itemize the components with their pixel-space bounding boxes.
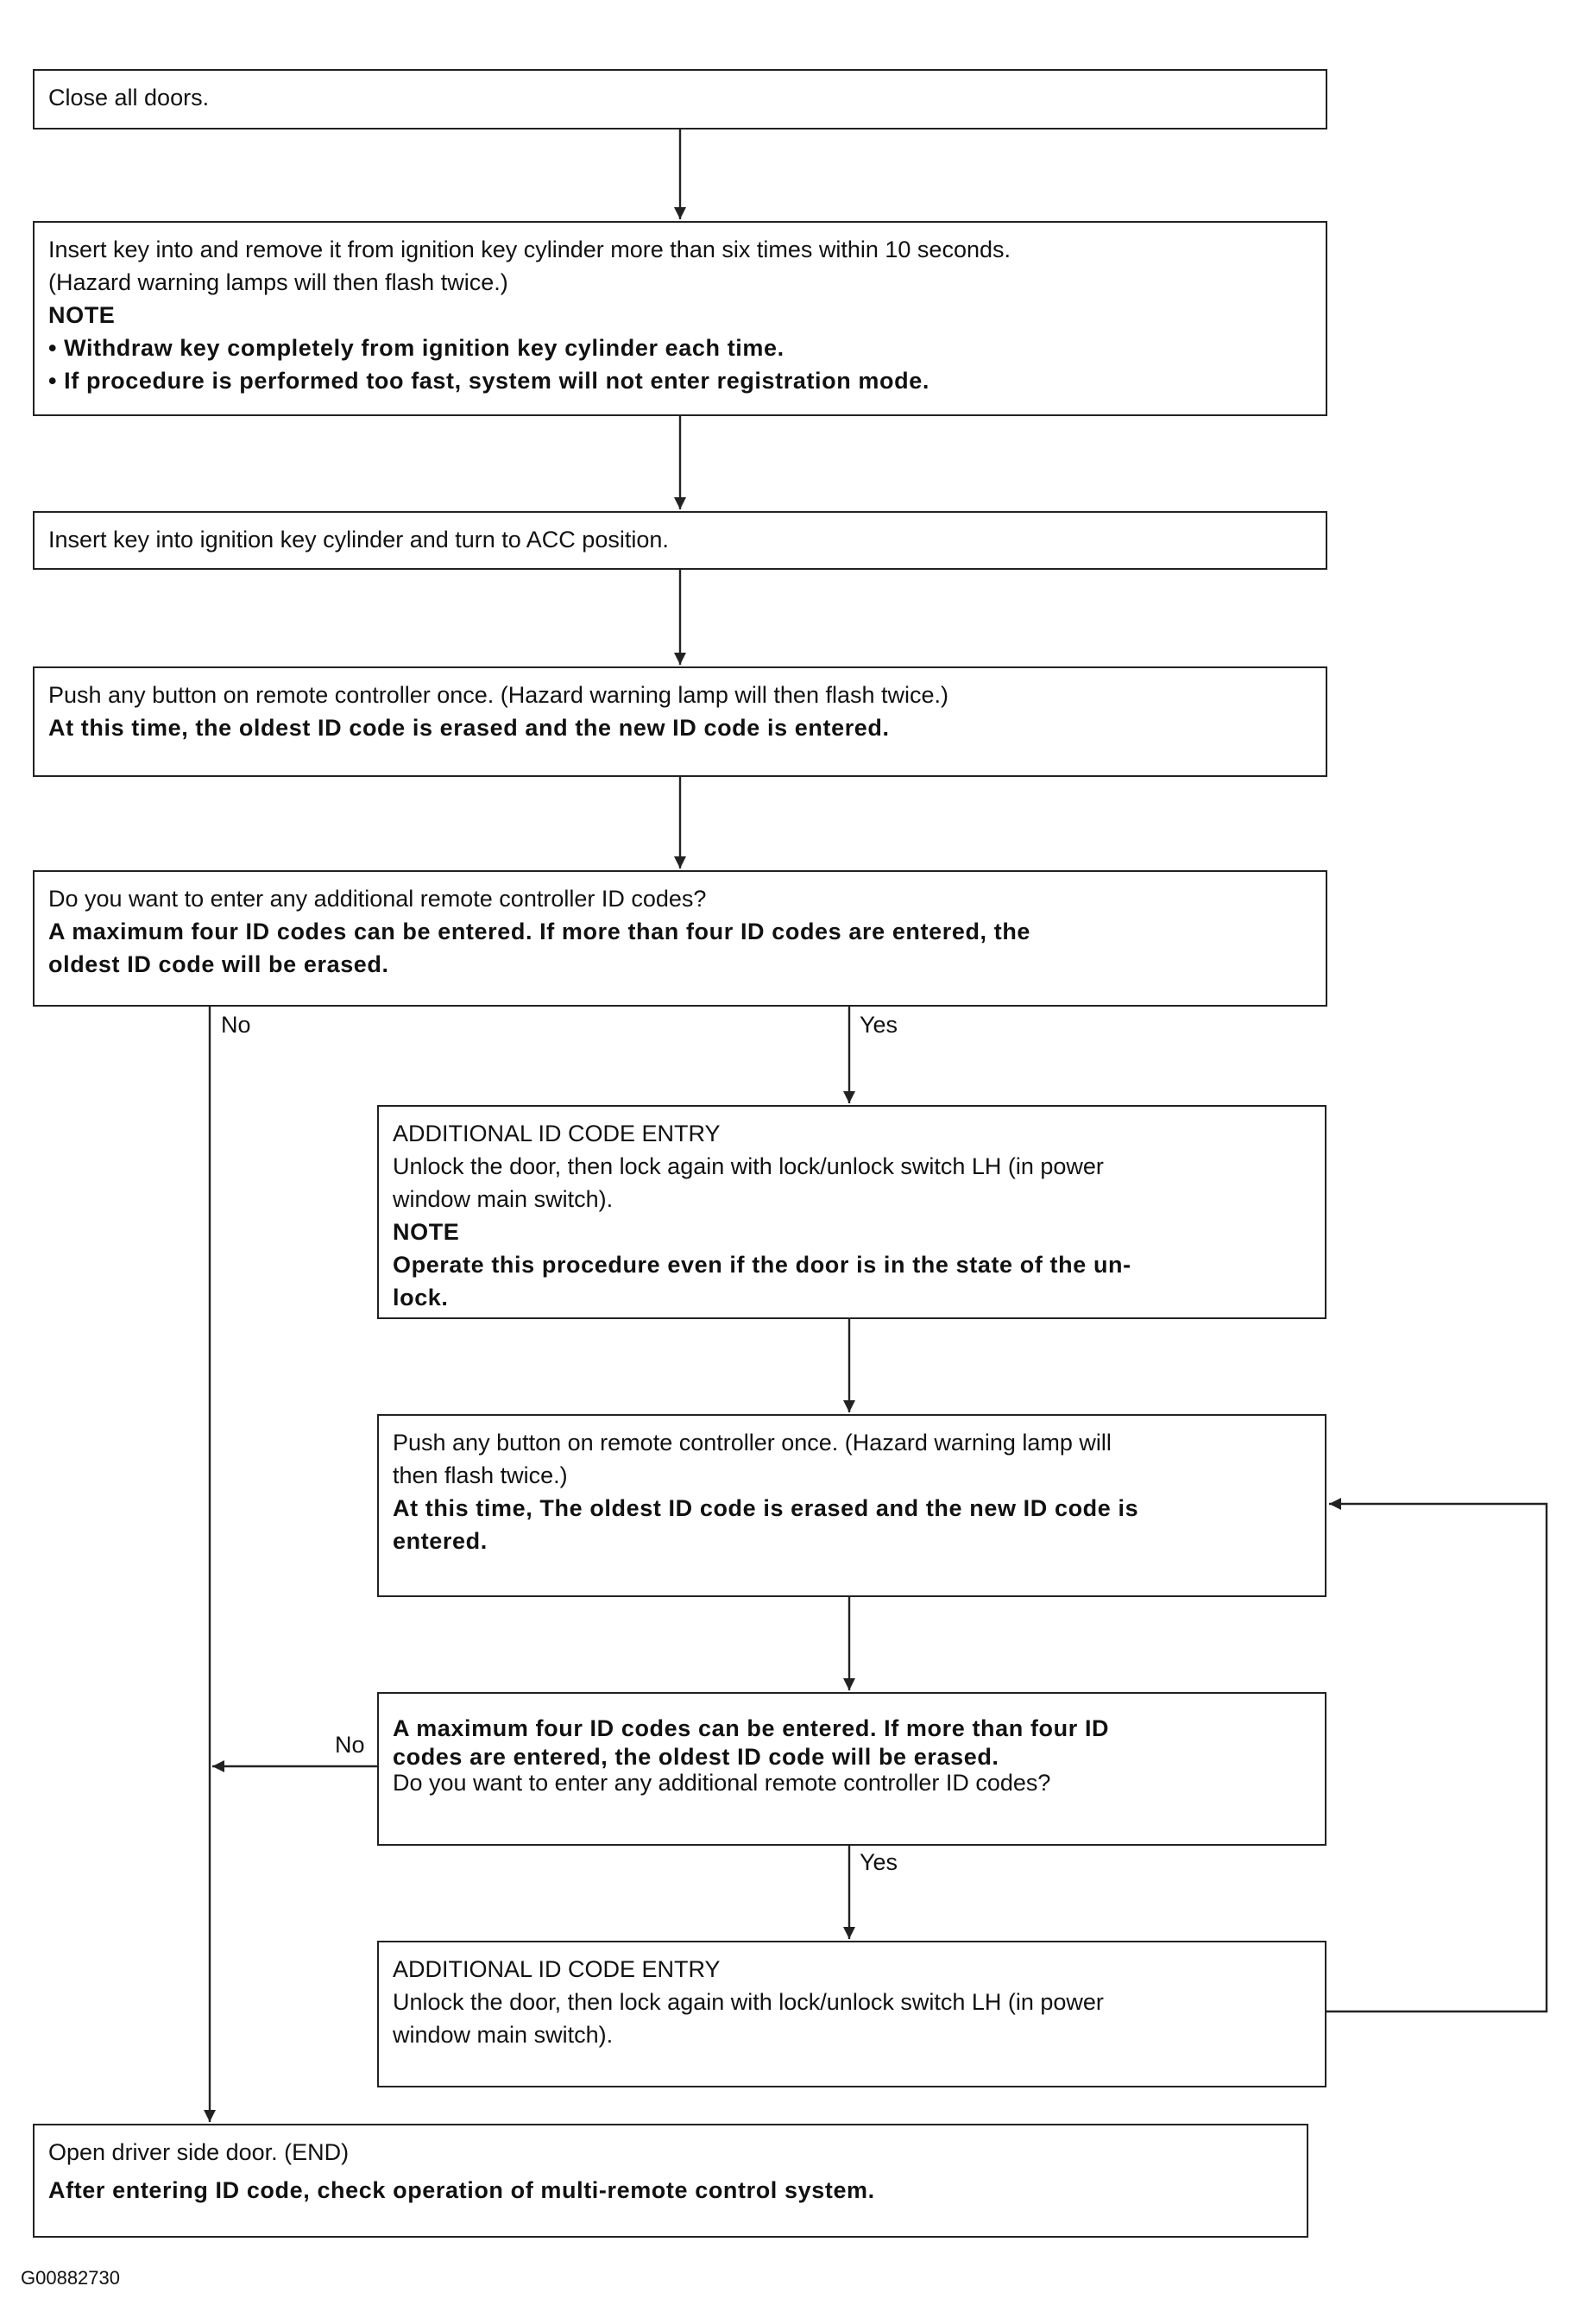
step-push-remote-button-2: Push any button on remote controller onc… [377, 1414, 1326, 1597]
figure-id: G00882730 [21, 2267, 120, 2289]
step-push-remote-button: Push any button on remote controller onc… [33, 666, 1327, 777]
step-bold-text: At this time, the oldest ID code is eras… [48, 715, 890, 741]
step-additional-id-entry-1: ADDITIONAL ID CODE ENTRY Unlock the door… [377, 1105, 1326, 1319]
step-text: Close all doors. [48, 85, 210, 111]
loop-s9-back-to-s7 [1324, 1498, 1548, 2013]
step-text: window main switch). [393, 1186, 614, 1212]
step-text: Do you want to enter any additional remo… [393, 1770, 1051, 1796]
step-bold-text: A maximum four ID codes can be entered. … [393, 1715, 1110, 1741]
step-open-driver-door-end: Open driver side door. (END) After enter… [33, 2124, 1308, 2238]
step-bold-text: lock. [393, 1285, 449, 1310]
step-text: then flash twice.) [393, 1462, 568, 1488]
step-text: Unlock the door, then lock again with lo… [393, 1153, 1104, 1179]
step-text: (Hazard warning lamps will then flash tw… [48, 269, 508, 295]
step-text: Push any button on remote controller onc… [393, 1430, 1112, 1456]
note-bullet: • Withdraw key completely from ignition … [48, 335, 784, 361]
step-bold-text: oldest ID code will be erased. [48, 951, 389, 977]
note-heading: NOTE [48, 302, 116, 328]
decision-more-codes: A maximum four ID codes can be entered. … [377, 1692, 1326, 1846]
step-heading: ADDITIONAL ID CODE ENTRY [393, 1121, 721, 1146]
step-text: Open driver side door. (END) [48, 2139, 350, 2165]
step-bold-text: After entering ID code, check operation … [48, 2177, 875, 2203]
step-heading: ADDITIONAL ID CODE ENTRY [393, 1956, 721, 1982]
step-bold-text: A maximum four ID codes can be entered. … [48, 919, 1031, 944]
step-text: Insert key into ignition key cylinder an… [48, 527, 669, 553]
step-text: window main switch). [393, 2022, 614, 2048]
step-text: Do you want to enter any additional remo… [48, 886, 707, 912]
note-bullet: • If procedure is performed too fast, sy… [48, 368, 929, 394]
step-turn-to-acc: Insert key into ignition key cylinder an… [33, 511, 1327, 570]
step-bold-text: Operate this procedure even if the door … [393, 1252, 1131, 1278]
step-text: Push any button on remote controller onc… [48, 682, 949, 708]
step-insert-remove-key: Insert key into and remove it from ignit… [33, 221, 1327, 416]
step-bold-text: codes are entered, the oldest ID code wi… [393, 1744, 999, 1770]
step-text: Unlock the door, then lock again with lo… [393, 1989, 1104, 2015]
branch-label-yes: Yes [860, 1012, 898, 1038]
branch-label-yes: Yes [860, 1849, 898, 1875]
step-bold-text: At this time, The oldest ID code is eras… [393, 1495, 1139, 1521]
step-bold-text: entered. [393, 1528, 488, 1554]
decision-additional-codes: Do you want to enter any additional remo… [33, 870, 1327, 1007]
branch-label-no: No [335, 1732, 365, 1758]
step-additional-id-entry-2: ADDITIONAL ID CODE ENTRY Unlock the door… [377, 1941, 1326, 2087]
branch-label-no: No [221, 1012, 251, 1038]
note-heading: NOTE [393, 1219, 460, 1245]
step-text: Insert key into and remove it from ignit… [48, 237, 1011, 262]
step-close-doors: Close all doors. [33, 69, 1327, 129]
